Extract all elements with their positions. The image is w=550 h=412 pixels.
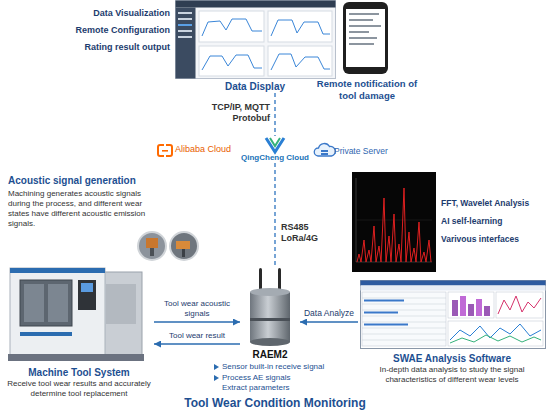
feature-label: Varivous interfaces [441, 234, 548, 245]
node-body: Receive tool wear results and accurately… [4, 379, 154, 399]
signal-arrow [300, 321, 358, 323]
machine-node: Machine Tool SystemReceive tool wear res… [4, 258, 154, 399]
signal-arrow [154, 343, 240, 345]
cloud-node: Private Server [314, 144, 400, 157]
section-heading: Acoustic signal generation [8, 174, 178, 187]
dashboard-node: Data Display [175, 0, 335, 93]
node-heading: Machine Tool System [4, 366, 154, 379]
edge-label: Tool wear result [156, 331, 238, 341]
feature-label: FFT, Wavelet Analysis [441, 198, 548, 209]
node-heading: Data Display [175, 80, 335, 93]
bullet-text: Process AE signals Extract parameters [222, 373, 312, 393]
machine-tool [8, 268, 144, 361]
cloud-node: Alibaba Cloud [158, 142, 238, 155]
node-heading: RAEM2 [240, 348, 300, 361]
tool-photos [138, 232, 198, 260]
node-heading: SWAE Analysis Software [358, 352, 546, 365]
spectrum-chart [352, 172, 436, 272]
dashboard-screenshot [176, 1, 336, 79]
edge-label: TCP/IP, MQTT Protobuf [190, 102, 270, 124]
software-node: SWAE Analysis SoftwareIn-depth data anal… [358, 280, 546, 385]
feature-label: AI self-learning [441, 216, 548, 227]
cloud-node: QingCheng Cloud [240, 136, 310, 163]
sensor-node: RAEM2 [240, 266, 300, 361]
edge-label: Data Analyze [298, 308, 360, 319]
feature-label: Rating result output [40, 42, 170, 53]
software-screenshot [361, 281, 546, 349]
bullet-marks [214, 364, 219, 381]
phone-screenshot [343, 2, 388, 74]
node-heading: Private Server [334, 146, 400, 157]
raem2-sensor [250, 268, 290, 346]
data-link [274, 93, 276, 136]
node-body: In-depth data analysis to study the sign… [358, 365, 546, 385]
edge-label: Tool wear acoustic signals [156, 299, 238, 319]
node-heading: Remote notification of tool damage [311, 78, 423, 102]
node-heading: QingCheng Cloud [240, 153, 310, 163]
feature-label: Data Visualization [40, 8, 170, 19]
signal-arrow [154, 321, 240, 323]
data-link [274, 163, 276, 266]
feature-label: Remote Configuration [40, 25, 170, 36]
section-note: Machining generates acoustic signals dur… [8, 189, 158, 229]
edge-label: RS485 LoRa/4G [281, 222, 333, 244]
diagram-title: Tool Wear Condition Monitoring [100, 396, 450, 411]
phone-node: Remote notification of tool damage [311, 0, 423, 102]
bullet-text: Sensor built-in receive signal [222, 362, 347, 372]
node-heading: Alibaba Cloud [175, 144, 238, 155]
